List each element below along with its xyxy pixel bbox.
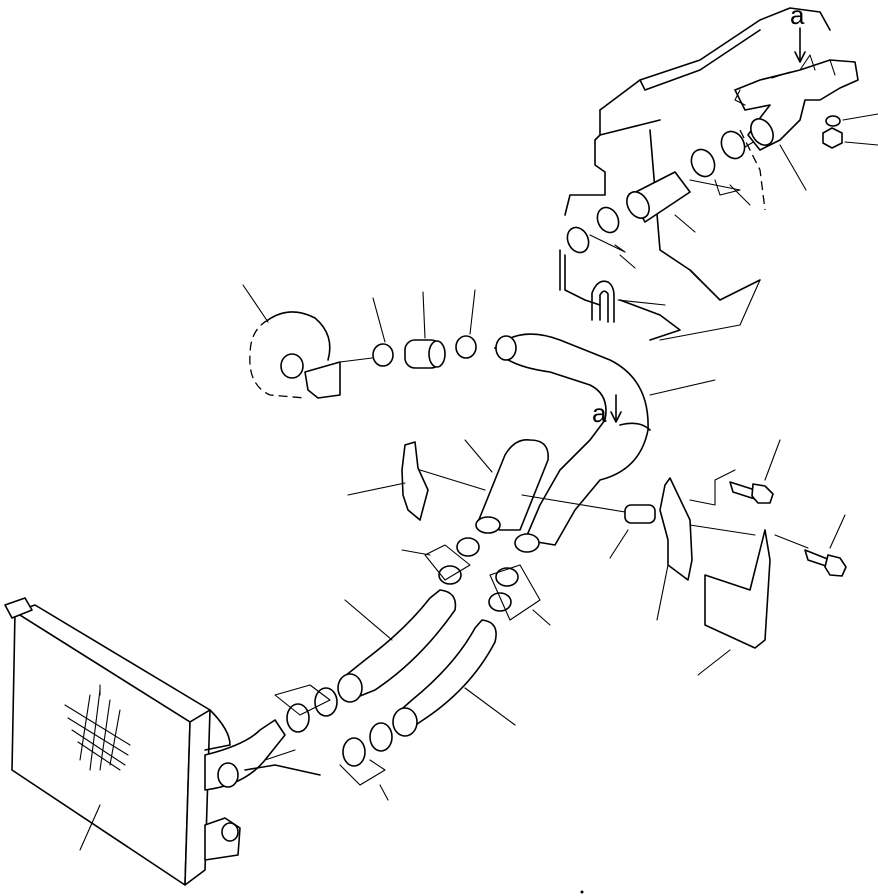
cooler-clamps — [274, 684, 393, 801]
inlet-clamps-and-hose — [372, 289, 477, 369]
bolt-lower — [804, 514, 847, 577]
lower-clamps-set — [401, 537, 551, 626]
engine-block — [559, 7, 831, 341]
intercooler-hatch — [64, 684, 131, 771]
turbo-outlet-elbow — [734, 54, 859, 151]
label-a-top: a — [790, 0, 805, 30]
stray-dot — [580, 890, 584, 894]
intercooler-core — [4, 597, 321, 886]
u-bolt — [591, 280, 666, 323]
turbo-inlet-housing — [242, 284, 373, 399]
engine-hose-clamps — [566, 130, 807, 269]
label-a-pipe: a — [592, 398, 607, 428]
lower-hoses — [337, 589, 516, 737]
bolt-upper — [729, 439, 781, 504]
bracket-upper — [656, 469, 756, 621]
bracket-lower — [697, 529, 809, 676]
pipe-bracket — [347, 441, 486, 521]
mid-hose — [464, 438, 626, 553]
intercooler-leader — [79, 804, 101, 851]
stud-marker-a: a — [790, 0, 806, 63]
air-pipe-main: a — [494, 333, 716, 546]
washer-and-nut — [822, 113, 878, 149]
sleeve — [609, 504, 656, 559]
